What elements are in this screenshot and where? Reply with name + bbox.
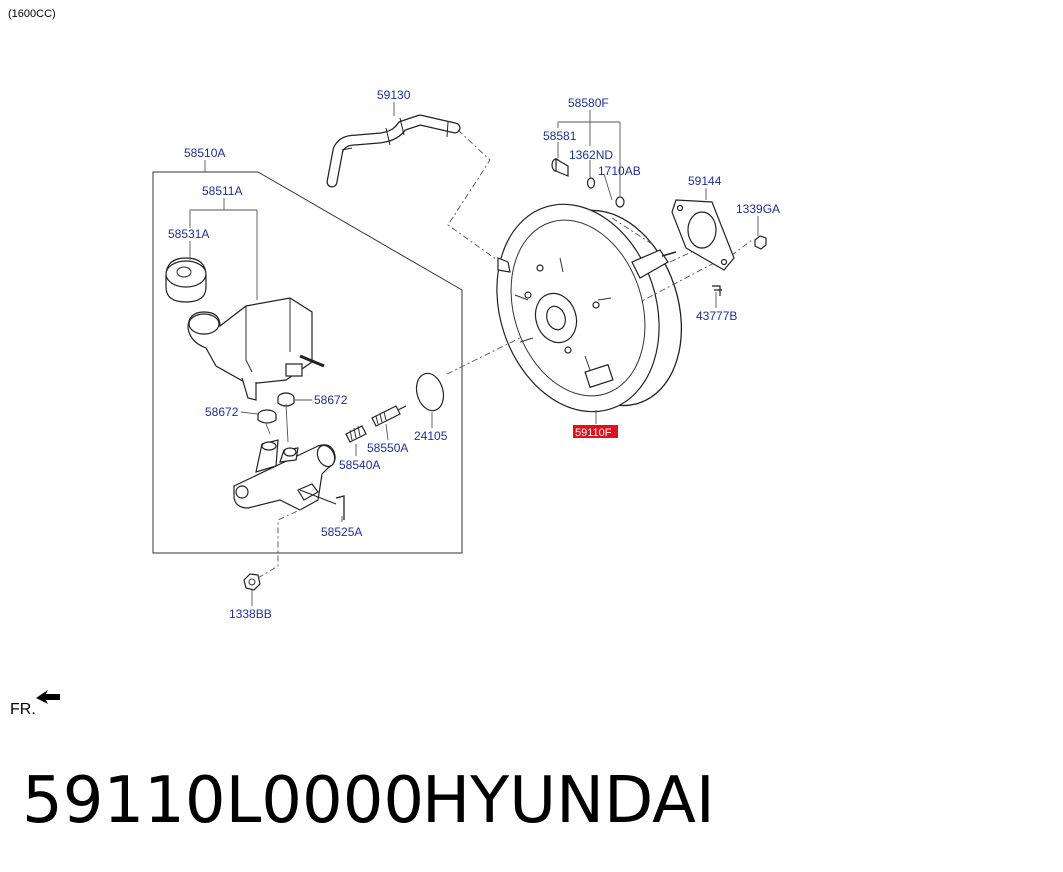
label-1362nd[interactable]: 1362ND — [569, 148, 613, 162]
label-59144[interactable]: 59144 — [688, 174, 722, 188]
reservoir[interactable] — [187, 297, 325, 401]
washer-1362nd[interactable] — [586, 177, 596, 189]
grommet-left[interactable] — [257, 409, 277, 424]
reservoir-cap[interactable] — [165, 257, 207, 303]
label-58580f[interactable]: 58580F — [568, 96, 609, 110]
nut-1338bb[interactable] — [243, 573, 261, 591]
label-58581[interactable]: 58581 — [543, 129, 577, 143]
label-59110f[interactable]: 59110F — [575, 427, 612, 439]
label-59130[interactable]: 59130 — [377, 88, 411, 102]
engine-note: (1600CC) — [8, 8, 56, 20]
screw-58525a[interactable] — [335, 495, 345, 520]
fitting-58550a[interactable] — [371, 405, 407, 427]
label-58511a[interactable]: 58511A — [202, 184, 242, 198]
front-label: FR. — [10, 701, 36, 718]
label-58550a[interactable]: 58550A — [367, 441, 408, 455]
clip-1710ab[interactable] — [615, 196, 625, 208]
brake-booster[interactable] — [471, 183, 705, 433]
pin-43777b[interactable] — [712, 285, 722, 296]
label-43777b[interactable]: 43777B — [696, 309, 737, 323]
gasket[interactable] — [671, 199, 735, 271]
label-58672-right[interactable]: 58672 — [314, 393, 348, 407]
brand-name: HYUNDAI — [422, 764, 715, 838]
master-cylinder[interactable] — [233, 439, 338, 511]
clevis-pin[interactable] — [551, 157, 569, 177]
label-1339ga[interactable]: 1339GA — [736, 202, 780, 216]
label-58672-left[interactable]: 58672 — [205, 405, 239, 419]
grommet-right[interactable] — [277, 392, 295, 407]
vacuum-hose[interactable] — [326, 114, 461, 188]
label-58531a[interactable]: 58531A — [168, 227, 209, 241]
highlight-box — [573, 425, 618, 438]
nut-1339ga[interactable] — [754, 235, 767, 250]
assembly-frame — [152, 171, 463, 554]
fitting-58540a[interactable] — [345, 425, 367, 443]
o-ring[interactable] — [413, 370, 448, 413]
label-58510a[interactable]: 58510A — [184, 146, 225, 160]
label-58525a[interactable]: 58525A — [321, 525, 362, 539]
label-58540a[interactable]: 58540A — [339, 458, 380, 472]
part-number: 59110L0000 — [22, 764, 424, 838]
label-24105[interactable]: 24105 — [414, 429, 448, 443]
label-1338bb[interactable]: 1338BB — [229, 607, 272, 621]
label-1710ab[interactable]: 1710AB — [598, 164, 641, 178]
front-arrow-icon — [36, 690, 60, 704]
